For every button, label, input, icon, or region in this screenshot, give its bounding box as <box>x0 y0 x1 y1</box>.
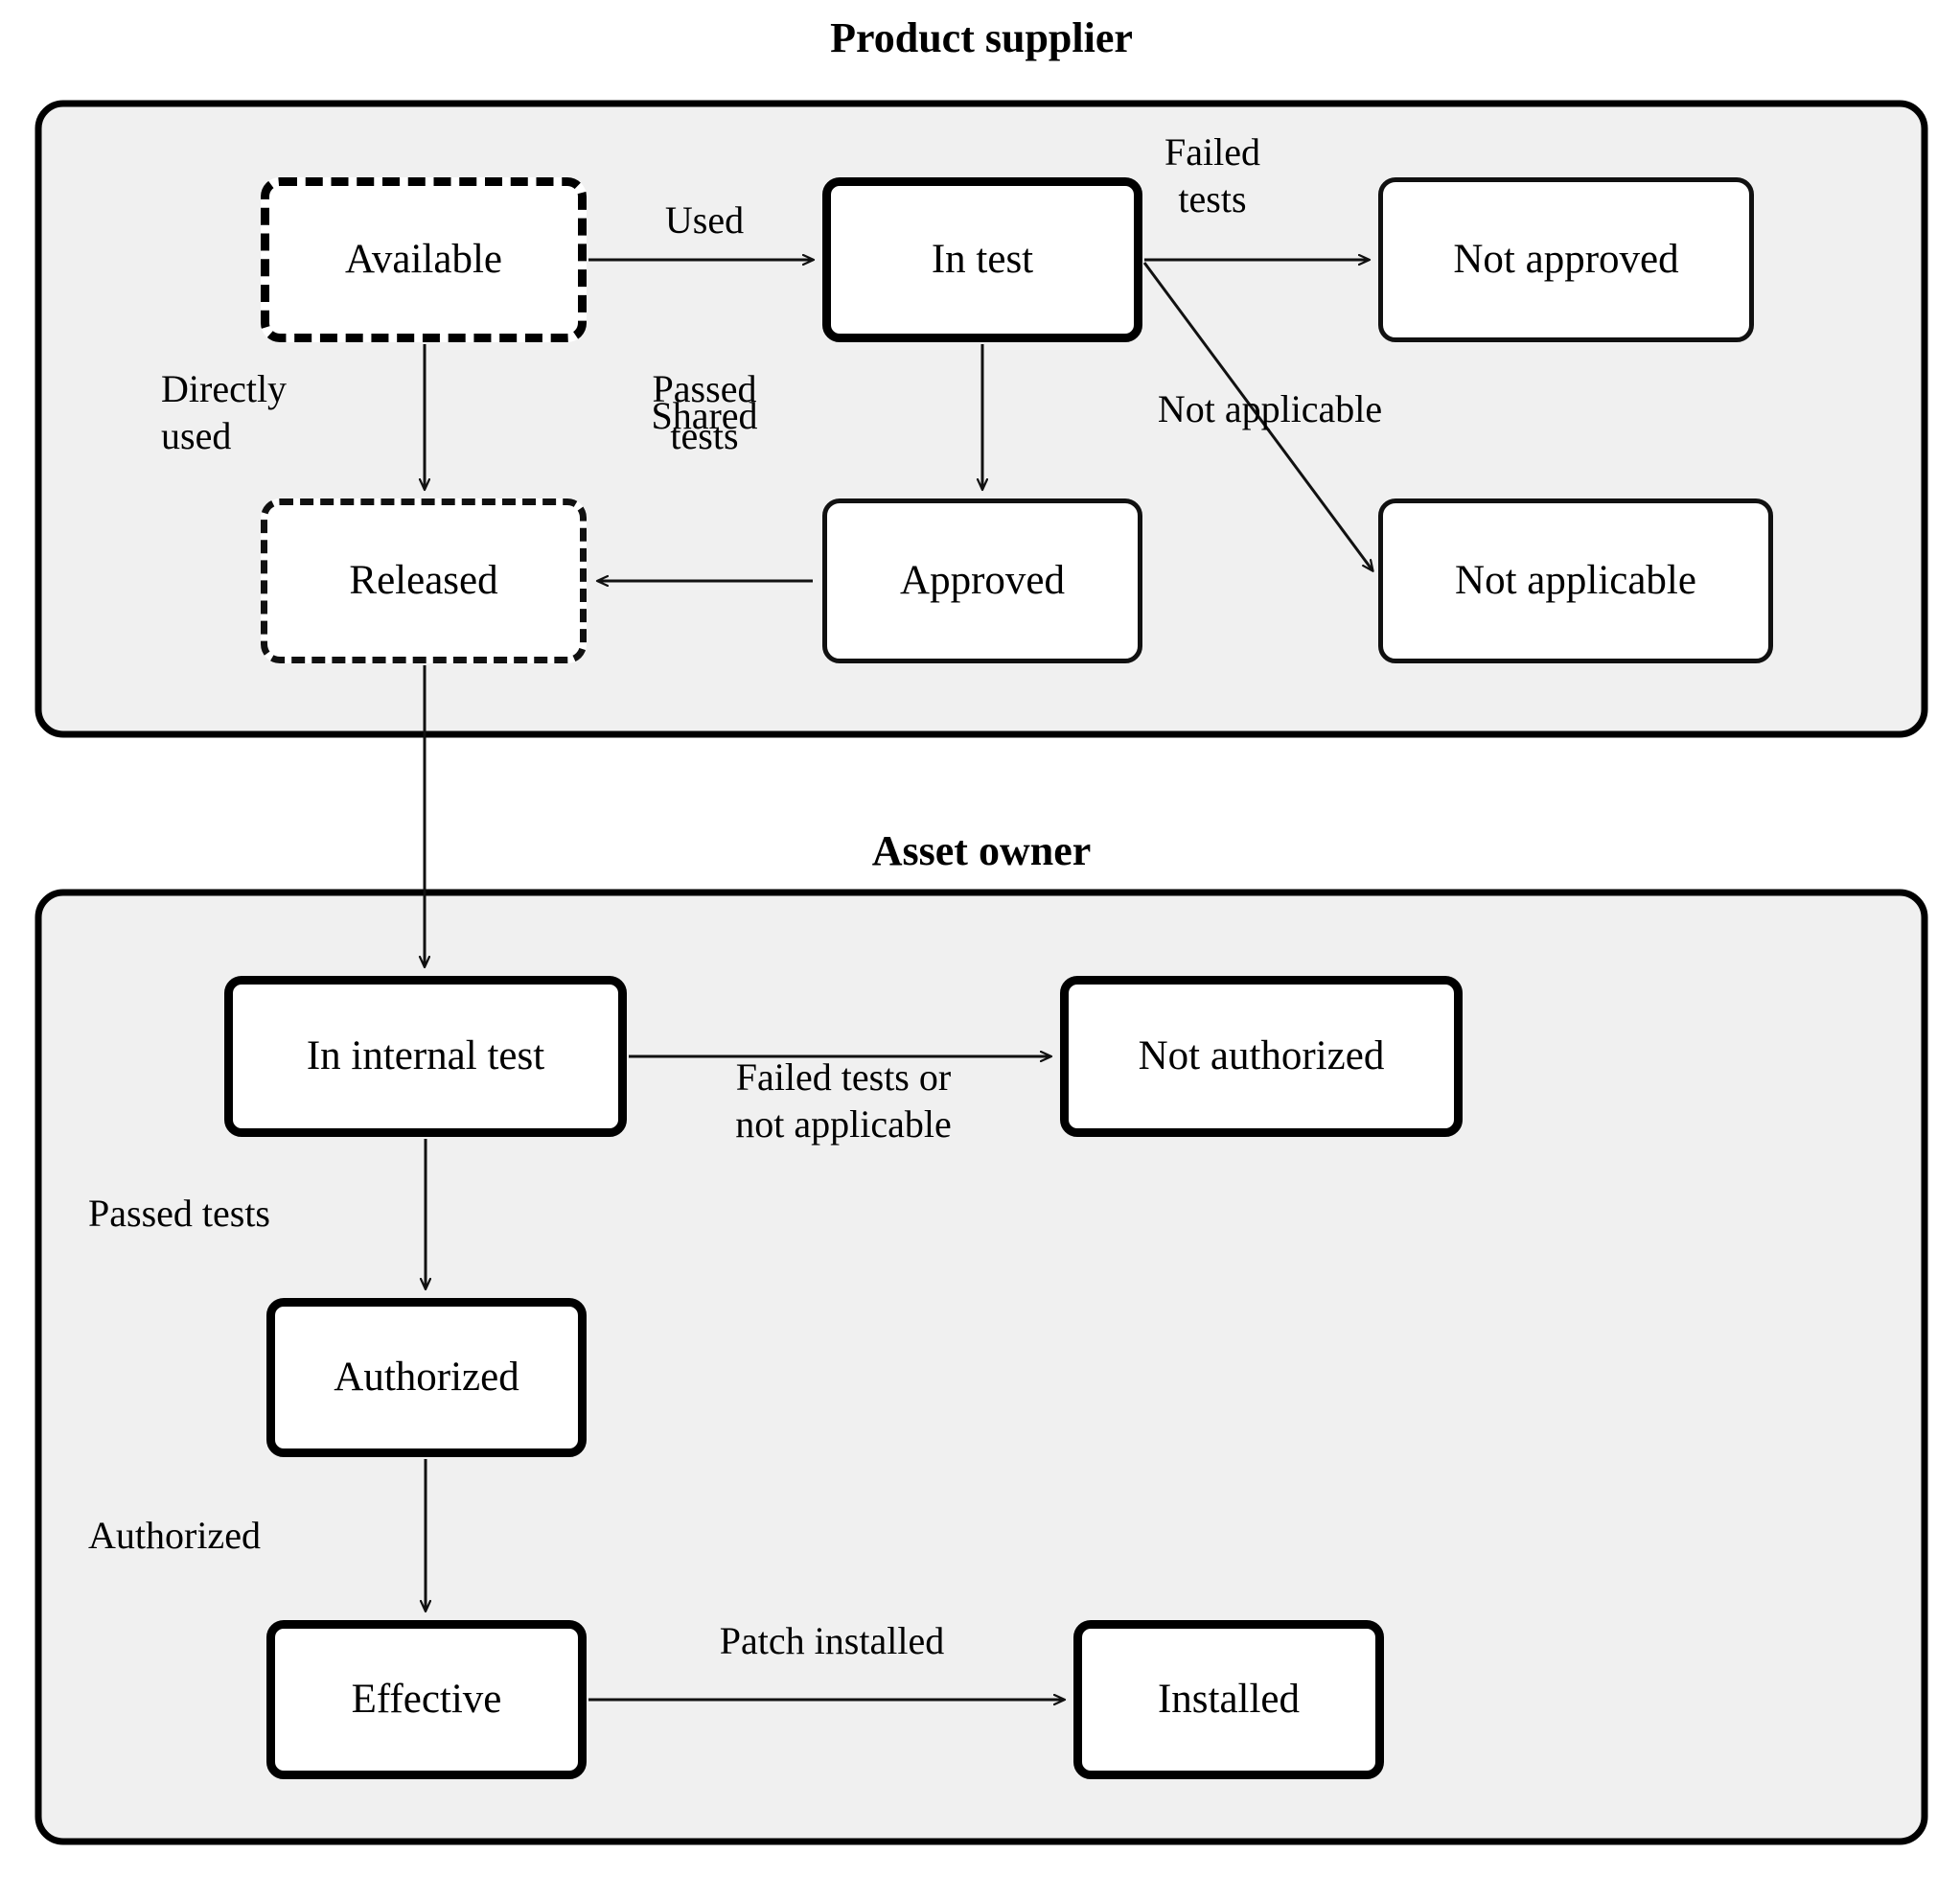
edge-label-line: Used <box>664 198 745 242</box>
edge-label-line: Not applicable <box>1157 387 1383 430</box>
edge-label-in-test-to-not-applicable: Not applicable <box>1158 386 1382 433</box>
state-node-not-authorized[interactable]: Not authorized <box>1060 976 1463 1137</box>
state-node-in-test[interactable]: In test <box>822 177 1142 342</box>
state-node-released[interactable]: Released <box>261 498 587 663</box>
state-node-not-applicable[interactable]: Not applicable <box>1378 498 1773 663</box>
state-node-installed[interactable]: Installed <box>1073 1620 1384 1779</box>
state-node-label: Authorized <box>334 1355 519 1401</box>
edge-label-line: tests <box>1178 176 1247 220</box>
state-node-available[interactable]: Available <box>261 177 587 342</box>
state-node-authorized[interactable]: Authorized <box>266 1298 587 1457</box>
state-node-label: Available <box>345 237 502 283</box>
edge-label-line: Authorized <box>88 1514 261 1557</box>
state-node-label: Not authorized <box>1138 1033 1385 1079</box>
edge-label-effective-to-installed: Patch installed <box>720 1618 944 1665</box>
edge-in-test-to-not-applicable <box>1142 262 1372 570</box>
state-node-label: Not approved <box>1453 237 1679 283</box>
state-node-not-approved[interactable]: Not approved <box>1378 177 1754 342</box>
state-node-label: Approved <box>900 558 1065 604</box>
edge-label-line: Passed tests <box>88 1192 270 1235</box>
edge-label-line: Failed <box>1164 130 1260 174</box>
edges-layer <box>425 260 1372 1700</box>
panel-title-asset-owner: Asset owner <box>871 827 1092 874</box>
edge-label-internal-to-authorized: Passed tests <box>88 1191 270 1238</box>
state-node-label: In internal test <box>306 1033 545 1079</box>
state-node-label: Not applicable <box>1455 558 1696 604</box>
edge-label-line: Failed tests or <box>735 1055 952 1099</box>
state-node-effective[interactable]: Effective <box>266 1620 587 1779</box>
edge-label-line: Directly <box>161 367 288 410</box>
edge-label-line: not applicable <box>735 1101 952 1146</box>
edge-label-line: tests <box>670 413 739 457</box>
edge-label-line: Passed <box>652 367 757 410</box>
state-node-in-internal-test[interactable]: In internal test <box>224 976 627 1137</box>
edge-label-available-to-in-test: Used <box>665 197 744 244</box>
state-node-label: Effective <box>351 1677 502 1723</box>
state-node-label: Released <box>349 558 498 604</box>
edge-label-approved-to-released: Shared <box>651 393 757 440</box>
state-node-label: In test <box>931 237 1034 283</box>
edge-label-authorized-to-effective: Authorized <box>88 1513 261 1560</box>
edge-label-line: Shared <box>651 394 758 437</box>
panel-title-product-supplier: Product supplier <box>830 14 1133 61</box>
state-node-approved[interactable]: Approved <box>822 498 1142 663</box>
edge-label-line: used <box>161 413 232 457</box>
edge-label-line: Patch installed <box>719 1619 945 1662</box>
state-node-label: Installed <box>1157 1677 1301 1723</box>
